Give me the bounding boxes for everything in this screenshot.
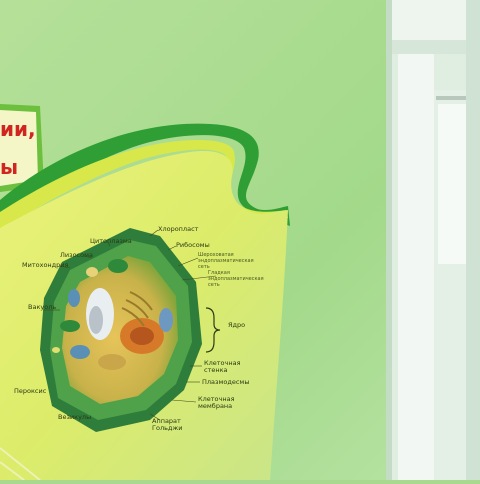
label-vesicles: Везикулы [58, 413, 92, 421]
doorway [386, 0, 480, 480]
cell-illustration [40, 228, 221, 432]
label-golgi: Аппарат Гольджи [152, 417, 183, 432]
poster-title-line1: ии, [0, 117, 36, 141]
label-plasmodesmata: Плазмодесмы [202, 378, 250, 386]
label-rough-er: Шероховатая эндоплазматическая сеть [198, 252, 254, 270]
label-cytoplasm: Цитоплазма [90, 237, 132, 245]
label-lysosome: Лизосома [60, 251, 93, 259]
poster-title-box [0, 104, 44, 192]
label-cell-wall: Клеточная стенка [204, 359, 241, 374]
label-peroxisome: Пероксис [14, 387, 47, 395]
poster-title-line2: ы [0, 155, 19, 179]
label-nucleus: Ядро [228, 321, 246, 329]
label-smooth-er: Гладкая эндоплазматическая сеть [208, 270, 264, 288]
label-mitochondrion: Митохондрия [22, 261, 69, 269]
label-chloroplast: Хлоропласт [158, 225, 199, 233]
label-vacuole: Вакуоль [28, 303, 57, 311]
poster-decor-lines [0, 447, 41, 481]
label-cell-membrane: Клеточная мембрана [198, 395, 235, 410]
label-ribosomes: Рибосомы [176, 241, 210, 249]
